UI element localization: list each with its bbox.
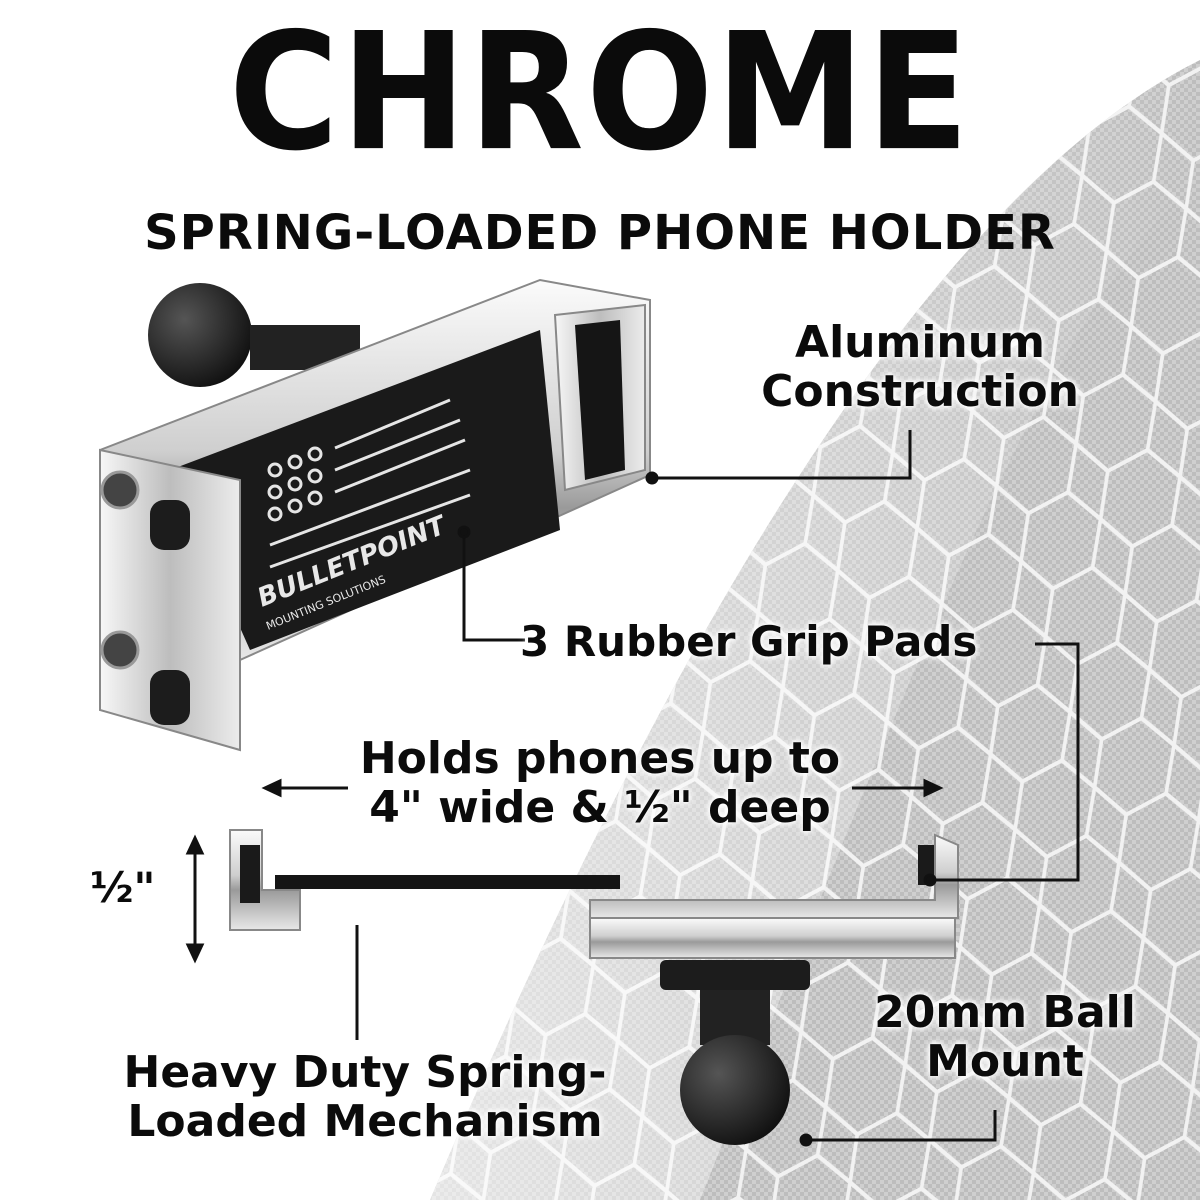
- ball-mount-top: [148, 283, 252, 387]
- page-title: CHROME: [228, 0, 972, 187]
- leader-lines: [355, 430, 1080, 1147]
- callout-aluminum-construction: Aluminum Construction: [761, 317, 1079, 418]
- callout-holds-phones: Holds phones up to 4" wide & ½" deep: [359, 733, 841, 834]
- dimension-arrows: [185, 778, 944, 964]
- callout-half-inch: ½": [90, 863, 156, 912]
- callout-rubber-grip-pads: 3 Rubber Grip Pads: [520, 617, 978, 666]
- holder-3d-view: [99, 278, 651, 752]
- callout-ball-mount: 20mm Ball Mount: [874, 987, 1136, 1088]
- page-subtitle: SPRING-LOADED PHONE HOLDER: [144, 205, 1056, 261]
- holder-side-view: [229, 829, 959, 1145]
- ball-mount-bottom: [680, 1035, 790, 1145]
- callout-spring-mechanism: Heavy Duty Spring- Loaded Mechanism: [123, 1047, 607, 1148]
